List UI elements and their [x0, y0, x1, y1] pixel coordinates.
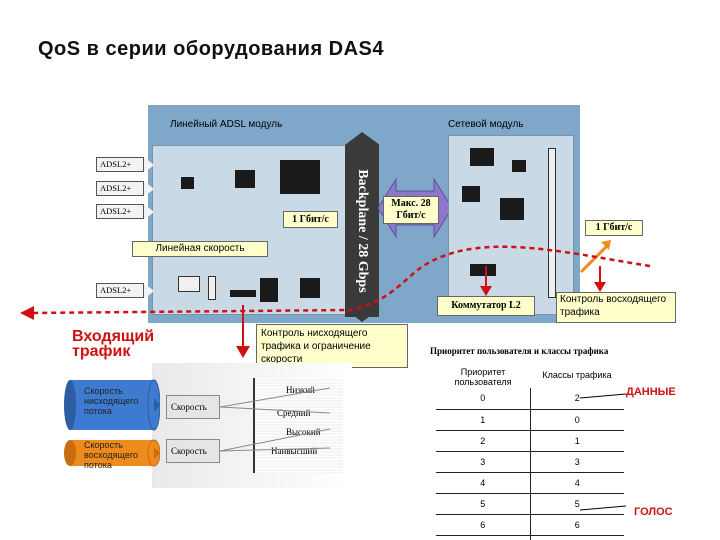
network-module-label: Сетевой модуль — [448, 119, 524, 130]
table-cell: 1 — [436, 409, 531, 431]
board-chip — [178, 276, 200, 292]
board-chip — [181, 177, 194, 189]
speed-label: Скорость — [171, 402, 207, 412]
board-chip — [235, 170, 255, 188]
board-chip — [470, 264, 496, 276]
adsl-arrow-icon — [144, 157, 154, 173]
table-cell: 5 — [530, 493, 624, 515]
speed-box: Скорость — [166, 439, 220, 463]
board-chip — [230, 290, 256, 297]
scheduler-arrows — [220, 387, 331, 452]
table-cell: 1 — [530, 430, 624, 452]
adsl-port: ADSL2+ — [96, 157, 144, 172]
table-col-user-priority: Приоритет пользователя — [454, 367, 512, 387]
adsl-port: ADSL2+ — [96, 181, 144, 196]
table-cell: 7 — [530, 535, 624, 540]
downstream-cylinder — [64, 379, 160, 431]
line-module-label: Линейный ADSL модуль — [170, 119, 283, 130]
level-low: Низкий — [286, 385, 315, 395]
table-cell: 3 — [436, 451, 531, 473]
table-cell: 6 — [530, 514, 624, 536]
downstream-control-label: Контроль нисходящего трафика и ограничен… — [256, 324, 408, 368]
board-chip — [208, 276, 216, 300]
adsl-arrow-icon — [144, 181, 154, 197]
downstream-label: Скорость нисходящего потока — [84, 386, 139, 416]
line-speed-label: Линейная скорость — [132, 241, 268, 257]
board-chip — [300, 278, 320, 298]
level-highest: Наивысший — [271, 446, 318, 456]
incoming-traffic-label: Входящий трафик — [72, 328, 155, 360]
table-cell: 4 — [530, 472, 624, 494]
priority-heading: Приоритет пользователя и классы трафика — [430, 346, 609, 356]
level-medium: Средний — [277, 408, 311, 418]
adsl-arrow-icon — [144, 204, 154, 220]
table-cell: 7 — [436, 535, 531, 540]
speed-label: Скорость — [171, 446, 207, 456]
data-label: ДАННЫЕ — [626, 386, 676, 398]
table-col-traffic-class: Классы трафика — [542, 370, 612, 380]
adsl-arrow-icon — [144, 283, 154, 299]
upstream-control-label: Контроль восходящего трафика — [556, 292, 676, 323]
backplane-arrow-ends — [345, 132, 380, 322]
board-chip — [462, 186, 480, 202]
board-chip — [512, 160, 526, 172]
board-chip — [500, 198, 524, 220]
level-high: Высокий — [286, 427, 321, 437]
table-cell: 5 — [436, 493, 531, 515]
board-chip — [548, 148, 556, 298]
label-pointers — [579, 393, 627, 511]
max-throughput-label: Макс. 28 Гбит/с — [383, 196, 439, 224]
voice-label: ГОЛОС — [634, 506, 673, 518]
priority-table: 02 10 21 33 44 55 66 77 — [436, 388, 624, 540]
uplink-1g-right: 1 Гбит/с — [585, 220, 643, 236]
uplink-1g-left: 1 Гбит/с — [283, 211, 338, 228]
board-chip — [260, 278, 278, 302]
page-title: QoS в серии оборудования DAS4 — [38, 38, 385, 60]
speed-box: Скорость — [166, 395, 220, 419]
adsl-port: ADSL2+ — [96, 283, 144, 298]
upstream-label: Скорость восходящего потока — [84, 440, 138, 470]
table-row: 77 — [436, 535, 624, 540]
table-cell: 2 — [530, 388, 624, 410]
table-cell: 3 — [530, 451, 624, 473]
adsl-port: ADSL2+ — [96, 204, 144, 219]
table-cell: 6 — [436, 514, 531, 536]
upstream-cylinder — [64, 439, 160, 467]
board-chip — [280, 160, 320, 194]
switch-label: Коммутатор L2 — [437, 296, 535, 316]
table-cell: 2 — [436, 430, 531, 452]
table-cell: 0 — [436, 388, 531, 410]
table-cell: 0 — [530, 409, 624, 431]
uplink-arrow-icon — [579, 240, 611, 274]
board-chip — [470, 148, 494, 166]
table-cell: 4 — [436, 472, 531, 494]
